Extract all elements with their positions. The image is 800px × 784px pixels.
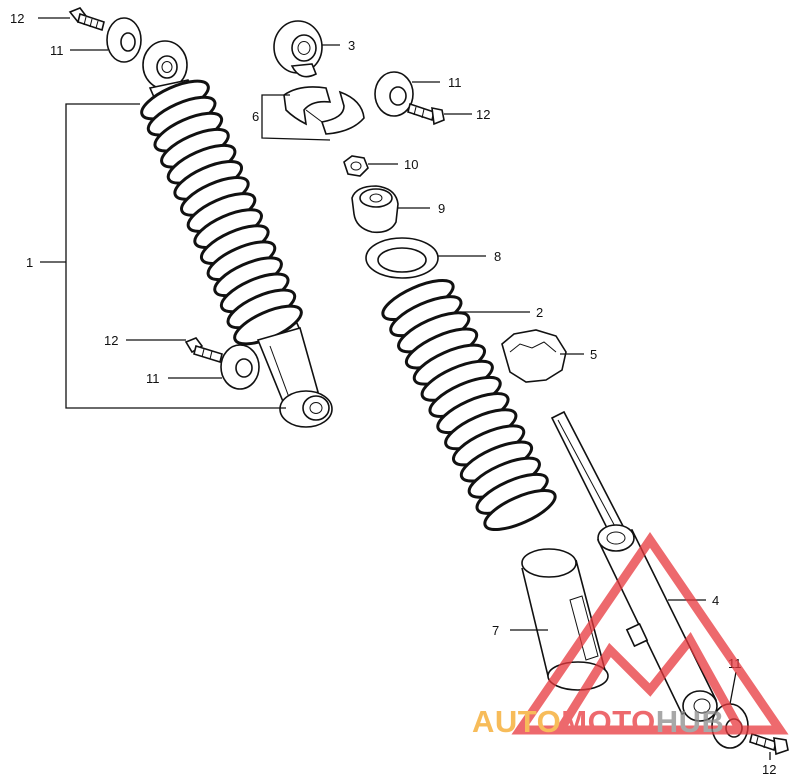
bump-stop (351, 185, 399, 234)
callout-1: 1 (26, 255, 33, 270)
callout-10: 10 (404, 157, 418, 172)
callout-4: 4 (712, 593, 719, 608)
bolt-mid-left (184, 337, 223, 364)
bolt-bottom-right (749, 732, 789, 756)
callout-8: 8 (494, 249, 501, 264)
callout-12: 12 (104, 333, 118, 348)
callout-9: 9 (438, 201, 445, 216)
automotohub-watermark: AUTOMOTOHUB (472, 532, 789, 739)
rubber-bushing (273, 20, 323, 78)
spring-adjuster (501, 329, 567, 383)
lock-nut (343, 155, 369, 177)
watermark-text: AUTOMOTOHUB (472, 704, 724, 739)
spring-coil (483, 489, 557, 531)
callout-11: 11 (50, 43, 64, 58)
bolt-top-left (68, 7, 105, 32)
watermark-logo-triangle (511, 532, 789, 735)
split-collars (283, 86, 365, 135)
watermark-text-hub: HUB (656, 704, 725, 739)
watermark-text-moto: MOTO (561, 704, 655, 739)
callout-3: 3 (348, 38, 355, 53)
watermark-text-auto: AUTO (472, 704, 561, 739)
leader-lines (38, 17, 771, 760)
callout-12: 12 (762, 762, 776, 777)
callout-12: 12 (10, 11, 24, 26)
callout-11: 11 (448, 75, 462, 90)
bolt-top-right (407, 102, 445, 126)
assembled-spring-coils (140, 79, 303, 346)
callout-1-bracket (40, 103, 286, 409)
callout-7: 7 (492, 623, 499, 638)
spring-seat-ring (365, 237, 439, 279)
washer-top-left (106, 17, 142, 63)
washer-top-right (374, 71, 414, 117)
dust-cover (521, 548, 609, 691)
callout-5: 5 (590, 347, 597, 362)
callout-11: 11 (146, 371, 160, 386)
callout-6: 6 (252, 109, 259, 124)
assembled-shock-absorber (140, 40, 333, 428)
washer-mid-left (220, 344, 260, 390)
callout-12: 12 (476, 107, 490, 122)
callout-2: 2 (536, 305, 543, 320)
coil-spring (381, 279, 557, 531)
